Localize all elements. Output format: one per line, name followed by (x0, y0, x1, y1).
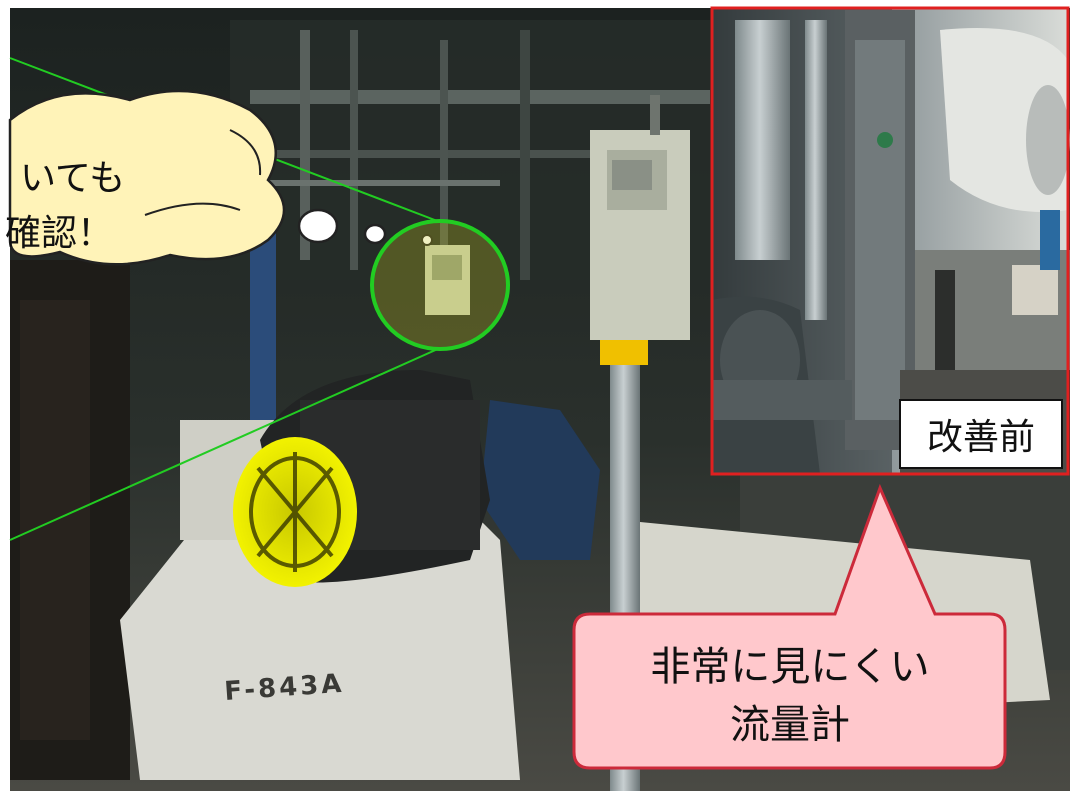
thought-bubble-medium (363, 223, 387, 245)
callout-line1: 非常に見にくい (650, 644, 929, 690)
callout-bubble: 非常に見にくい 流量計 (572, 483, 1007, 770)
callout-line2: 流量計 (730, 702, 850, 748)
thought-cloud-line2: 確認！ (5, 213, 113, 254)
thought-cloud: いても 確認！ (5, 89, 433, 266)
inset-photo: 改善前 (710, 6, 1070, 476)
inset-frame (710, 6, 1070, 476)
highlight-circle (370, 219, 510, 351)
thought-bubble-small (421, 234, 433, 246)
thought-bubble-large (297, 208, 339, 244)
inset-label-box (899, 399, 1063, 469)
inset-label: 改善前 (927, 417, 1035, 458)
thought-cloud-line1: いても (20, 158, 125, 199)
